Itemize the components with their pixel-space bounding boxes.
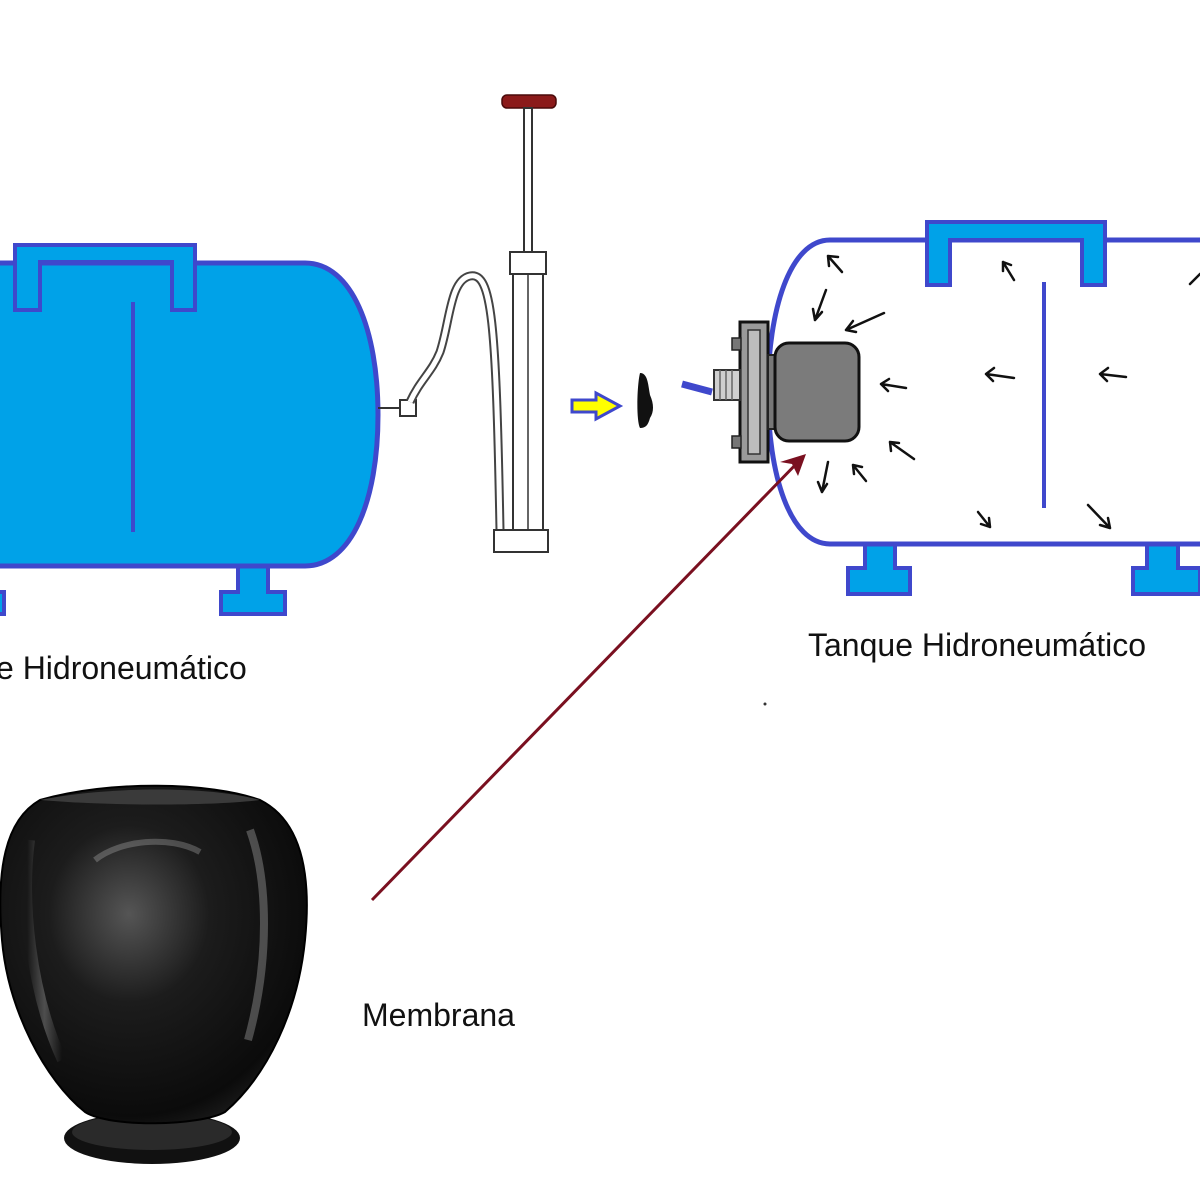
- left-tank-label: e Hidroneumático: [0, 650, 247, 686]
- left-tank-handle: [13, 243, 197, 312]
- right-tank-handle: [925, 220, 1107, 287]
- pressure-arrows: [811, 254, 1200, 530]
- right-tank-label: Tanque Hidroneumático: [808, 627, 1146, 663]
- right-arrow-icon: [570, 390, 624, 422]
- pressure-arrow: [984, 366, 1016, 383]
- bladder-highlight: [22, 839, 67, 1063]
- bolt: [731, 337, 742, 351]
- pressure-arrow: [976, 510, 992, 529]
- flange-inner: [747, 329, 761, 455]
- pressure-arrow: [1001, 260, 1016, 282]
- pressure-arrow: [1188, 272, 1200, 286]
- membrane-label: Membrana: [362, 997, 515, 1033]
- internal-bladder: [773, 341, 861, 443]
- membrane-leader: [370, 454, 806, 902]
- pressure-arrow: [851, 463, 868, 483]
- pump-hose-inner: [407, 273, 503, 531]
- bladder-highlight: [244, 828, 268, 1042]
- pressure-arrow: [888, 440, 916, 461]
- valve-seal: [637, 373, 653, 428]
- pressure-arrow: [826, 254, 844, 274]
- pump-hose: [405, 271, 505, 531]
- pump-rod: [523, 107, 533, 254]
- hand-pump: [405, 94, 557, 553]
- rubber-bladder-icon: [0, 784, 308, 1164]
- threaded-stem: [713, 369, 741, 401]
- bladder-base-rim: [72, 1114, 232, 1150]
- pressure-arrow: [816, 460, 830, 494]
- bladder-body: [0, 784, 308, 1125]
- leader-arrowhead: [780, 454, 806, 476]
- bolt: [731, 435, 742, 449]
- left-tank: [0, 243, 417, 616]
- pump-handle: [501, 94, 557, 109]
- pressure-arrow: [1086, 503, 1112, 530]
- pump-base: [493, 529, 549, 553]
- blue-nozzle: [681, 380, 713, 396]
- pressure-arrow: [879, 377, 908, 393]
- left-tank-foot: [0, 590, 6, 616]
- right-tank: [713, 220, 1200, 596]
- bladder-top: [40, 789, 260, 805]
- pump-cap: [509, 251, 547, 275]
- pressure-arrow: [811, 288, 828, 322]
- left-tank-body: [0, 260, 381, 569]
- bladder-highlight: [93, 838, 202, 863]
- pressure-arrow: [844, 311, 886, 334]
- pressure-arrow: [1098, 366, 1128, 383]
- stray-dot: [763, 702, 767, 706]
